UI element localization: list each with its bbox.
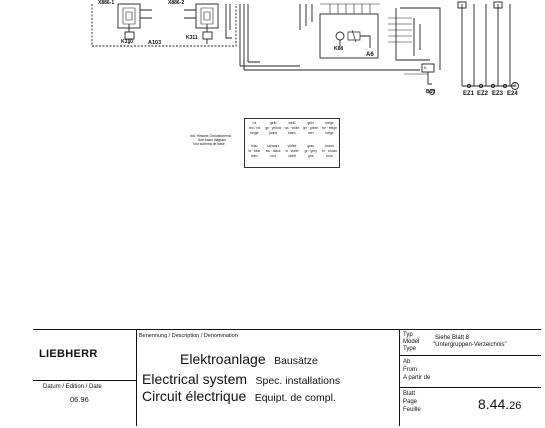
legend-cell: grau <box>307 144 315 148</box>
k310-relay <box>124 31 135 40</box>
legend-cell: vi · violet <box>285 149 299 153</box>
legend-cell: beige <box>325 121 334 125</box>
date-header: Datum / Edition / Date <box>43 384 102 390</box>
a103-frame <box>91 4 237 47</box>
legend-cell: sw · black <box>265 149 281 153</box>
legend-cell: weiß <box>288 121 296 125</box>
title-en-sub: Spec. installations <box>255 375 341 387</box>
legend-cell: beige <box>325 131 334 135</box>
k311-relay <box>202 31 213 40</box>
page-label-1: Blatt <box>403 391 416 397</box>
legend-cell: be · beige <box>322 126 337 130</box>
legend-cell: blau <box>251 144 258 148</box>
legend-cell: bl · blue <box>248 149 261 153</box>
type-label-1: Typ <box>403 332 413 338</box>
label-x886-2: X886-2 <box>168 0 185 6</box>
title-en-main: Electrical system <box>142 371 248 387</box>
a6-module <box>319 13 379 59</box>
page-number-main: 8.44. <box>478 396 510 412</box>
page-label-3: Feuille <box>403 407 421 413</box>
legend-cell: noir <box>270 154 276 158</box>
legend-cell: jaune <box>269 131 278 135</box>
legend-cell: bleu <box>251 154 258 158</box>
label-ez1: EZ1 <box>463 91 475 97</box>
legend-note-3: Voir schema de base <box>193 142 225 146</box>
wiring-schematic <box>91 1 519 95</box>
from-label-1: Ab <box>403 359 411 365</box>
legend-cell: ws · white <box>284 126 300 130</box>
legend-note-2: See basic diagram <box>198 138 227 142</box>
type-label-3: Type <box>403 346 417 352</box>
label-ez3: EZ3 <box>492 91 504 97</box>
liebherr-logo: LIEBHERR <box>39 348 98 360</box>
legend-cell: violett <box>287 144 297 148</box>
label-a103: A103 <box>148 40 162 46</box>
type-value-2: "Untergruppen-Verzeichnis" <box>433 342 507 348</box>
legend-cell: gris <box>308 154 314 158</box>
title-fr-sub: Equipt. de compl. <box>254 392 336 404</box>
label-e24: E24 <box>507 91 518 97</box>
legend-cell: gelb <box>270 121 277 125</box>
date-value: 06.96 <box>70 395 89 404</box>
legend-cell: br · brown <box>322 149 337 153</box>
page-label-2: Page <box>403 399 418 405</box>
legend-cell: gn · green <box>303 126 319 130</box>
title-block: LIEBHERR Datum / Edition / Date 06.96 Be… <box>33 329 541 426</box>
label-a6: A6 <box>366 52 374 58</box>
title-de-main: Elektroanlage <box>180 351 266 367</box>
legend-cell: vert <box>308 131 314 135</box>
from-label-2: From <box>403 367 417 373</box>
legend-cell: violet <box>288 154 296 158</box>
title-de-sub: Bausätze <box>274 355 318 367</box>
title-line-fr: Circuit électrique Equipt. de compl. <box>142 389 336 405</box>
legend-cell: braun <box>325 144 334 148</box>
legend-cell: schwarz <box>267 144 280 148</box>
from-label-3: A partir de <box>403 375 431 381</box>
label-b10: B10 <box>426 89 436 95</box>
legend-cell: brun <box>326 154 333 158</box>
legend-cell: gr · grey <box>304 149 317 153</box>
legend-cell: rot <box>252 121 257 125</box>
legend-cell: ge · yellow <box>265 126 282 130</box>
title-line-de: Elektroanlage Bausätze <box>180 352 318 368</box>
label-k311: K311 <box>186 35 198 41</box>
legend-note-1: Ind. Hinweis Grundschema <box>190 134 231 138</box>
legend-cell: rouge <box>250 131 259 135</box>
type-value-1: Siehe Blatt 8 <box>435 335 470 341</box>
label-k310: K310 <box>121 39 133 45</box>
legend-cell: grün <box>307 121 315 125</box>
label-sheet-ref: 11 <box>513 83 517 87</box>
label-ez2: EZ2 <box>477 91 489 97</box>
label-k88: K88 <box>334 46 344 52</box>
sheet-ref-circle <box>511 82 519 90</box>
k88-coil <box>335 31 345 41</box>
page-number: 8.44.26 <box>478 397 521 413</box>
title-line-en: Electrical system Spec. installations <box>142 372 340 388</box>
legend-cell: blanc <box>288 131 296 135</box>
denomination-header: Benennung / Description / Denomination <box>139 333 238 339</box>
color-legend: rot gelb weiß grün beige red / rot ge · … <box>244 118 340 168</box>
label-x886-1: X886-1 <box>98 0 115 6</box>
page-number-suffix: 26 <box>509 400 522 412</box>
legend-cell: red / rot <box>248 126 261 130</box>
label-k-small: K <box>424 65 427 70</box>
title-fr-main: Circuit électrique <box>142 388 247 404</box>
type-label-2: Model <box>403 339 420 345</box>
